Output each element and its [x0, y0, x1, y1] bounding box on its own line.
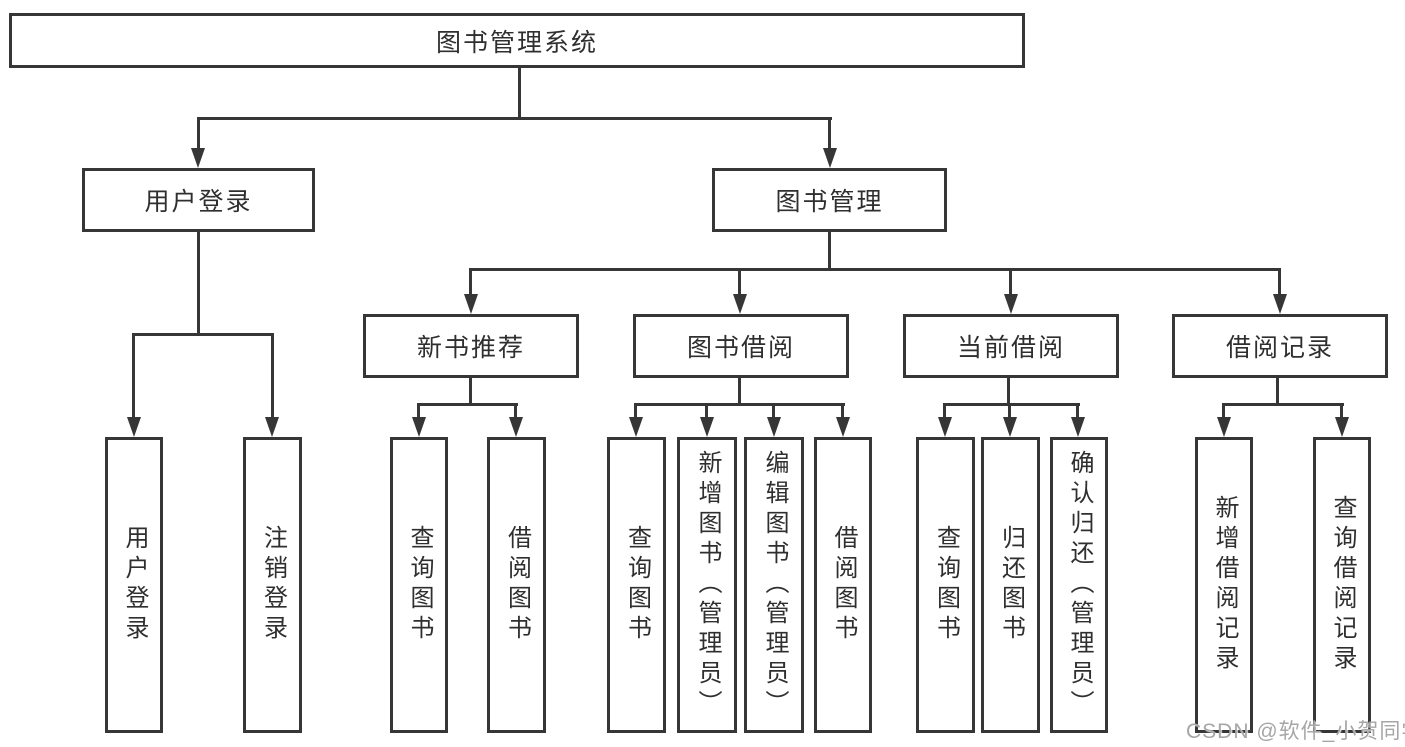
node-label: 图书借阅 [686, 334, 795, 362]
leaf-label: 新增借阅记录 [1211, 495, 1238, 675]
connector [197, 231, 200, 335]
connector [1340, 404, 1343, 419]
leaf-label: 查询图书 [406, 525, 433, 645]
leaf-label: 借阅图书 [830, 525, 857, 645]
leaf-label: 查询图书 [623, 525, 651, 645]
leaf-query-books: 查询图书 [607, 437, 666, 733]
connector [1007, 377, 1010, 406]
leaf-label: 用户登录 [121, 525, 148, 645]
connector [1076, 404, 1079, 419]
arrowhead-down-icon [823, 148, 837, 168]
connector [828, 231, 831, 271]
leaf-add-books-admin: 新增图书（管理员） [677, 437, 737, 733]
node-book-borrow: 图书借阅 [633, 314, 849, 378]
arrowhead-down-icon [191, 148, 205, 168]
connector [841, 404, 844, 419]
connector [1278, 269, 1281, 295]
node-label: 当前借阅 [956, 334, 1065, 362]
leaf-label: 新增图书（管理员） [694, 450, 721, 720]
connector [1008, 404, 1011, 419]
leaf-label: 归还图书 [997, 525, 1025, 645]
arrowhead-down-icon [938, 417, 952, 437]
csdn-watermark: CSDN @软件_小贺同学 [1186, 720, 1405, 743]
leaf-label: 查询图书 [932, 525, 960, 645]
connector [469, 269, 472, 295]
node-label: 图书管理系统 [435, 28, 598, 57]
leaf-edit-books-admin: 编辑图书（管理员） [744, 437, 804, 733]
connector [943, 404, 946, 419]
arrowhead-down-icon [509, 417, 523, 437]
connector [417, 404, 420, 419]
connector [634, 404, 637, 419]
leaf-borrow-books: 借阅图书 [487, 437, 546, 733]
leaf-label: 注销登录 [259, 525, 287, 645]
connector [469, 268, 1281, 271]
node-book-management: 图书管理 [712, 168, 947, 232]
node-user-login: 用户登录 [82, 168, 315, 232]
connector [271, 334, 274, 418]
leaf-query-books: 查询图书 [916, 437, 975, 733]
arrowhead-down-icon [464, 294, 478, 314]
leaf-borrow-books: 借阅图书 [814, 437, 872, 733]
arrowhead-down-icon [733, 294, 747, 314]
connector [634, 403, 845, 406]
connector [828, 118, 831, 150]
connector [738, 269, 741, 295]
connector [469, 377, 472, 406]
arrowhead-down-icon [1335, 417, 1349, 437]
leaf-query-books: 查询图书 [390, 437, 448, 733]
leaf-add-borrow-record: 新增借阅记录 [1195, 437, 1253, 733]
leaf-label: 借阅图书 [503, 525, 531, 645]
node-label: 图书管理 [775, 188, 884, 216]
connector [132, 334, 135, 418]
connector [1222, 404, 1225, 419]
leaf-label: 确认归还（管理员） [1066, 450, 1093, 720]
node-new-book-recommend: 新书推荐 [363, 314, 579, 378]
connector [518, 68, 521, 119]
arrowhead-down-icon [412, 417, 426, 437]
connector [943, 403, 1080, 406]
leaf-return-books: 归还图书 [981, 437, 1040, 733]
node-label: 用户登录 [144, 188, 253, 216]
arrowhead-down-icon [629, 417, 643, 437]
arrowhead-down-icon [700, 417, 714, 437]
connector [1276, 377, 1279, 406]
leaf-label: 编辑图书（管理员） [761, 450, 788, 720]
arrowhead-down-icon [1071, 417, 1085, 437]
node-borrow-records: 借阅记录 [1172, 314, 1388, 378]
connector [1222, 403, 1344, 406]
node-label: 借阅记录 [1225, 334, 1334, 362]
node-current-borrow: 当前借阅 [903, 314, 1119, 378]
connector [197, 118, 200, 150]
connector [738, 377, 741, 406]
node-root: 图书管理系统 [9, 13, 1025, 68]
leaf-label: 查询借阅记录 [1329, 495, 1356, 675]
connector [197, 117, 832, 120]
leaf-confirm-return-admin: 确认归还（管理员） [1050, 437, 1108, 733]
connector [514, 404, 517, 419]
leaf-logout: 注销登录 [243, 437, 302, 733]
connector [1009, 269, 1012, 295]
arrowhead-down-icon [1273, 294, 1287, 314]
node-label: 新书推荐 [416, 334, 525, 362]
leaf-user-login: 用户登录 [105, 437, 163, 733]
arrowhead-down-icon [127, 417, 141, 437]
connector [772, 404, 775, 419]
arrowhead-down-icon [1004, 294, 1018, 314]
arrowhead-down-icon [1003, 417, 1017, 437]
arrowhead-down-icon [767, 417, 781, 437]
arrowhead-down-icon [265, 417, 279, 437]
connector [417, 403, 518, 406]
connector [132, 333, 274, 336]
connector [705, 404, 708, 419]
leaf-query-borrow-record: 查询借阅记录 [1313, 437, 1371, 733]
arrowhead-down-icon [836, 417, 850, 437]
arrowhead-down-icon [1217, 417, 1231, 437]
